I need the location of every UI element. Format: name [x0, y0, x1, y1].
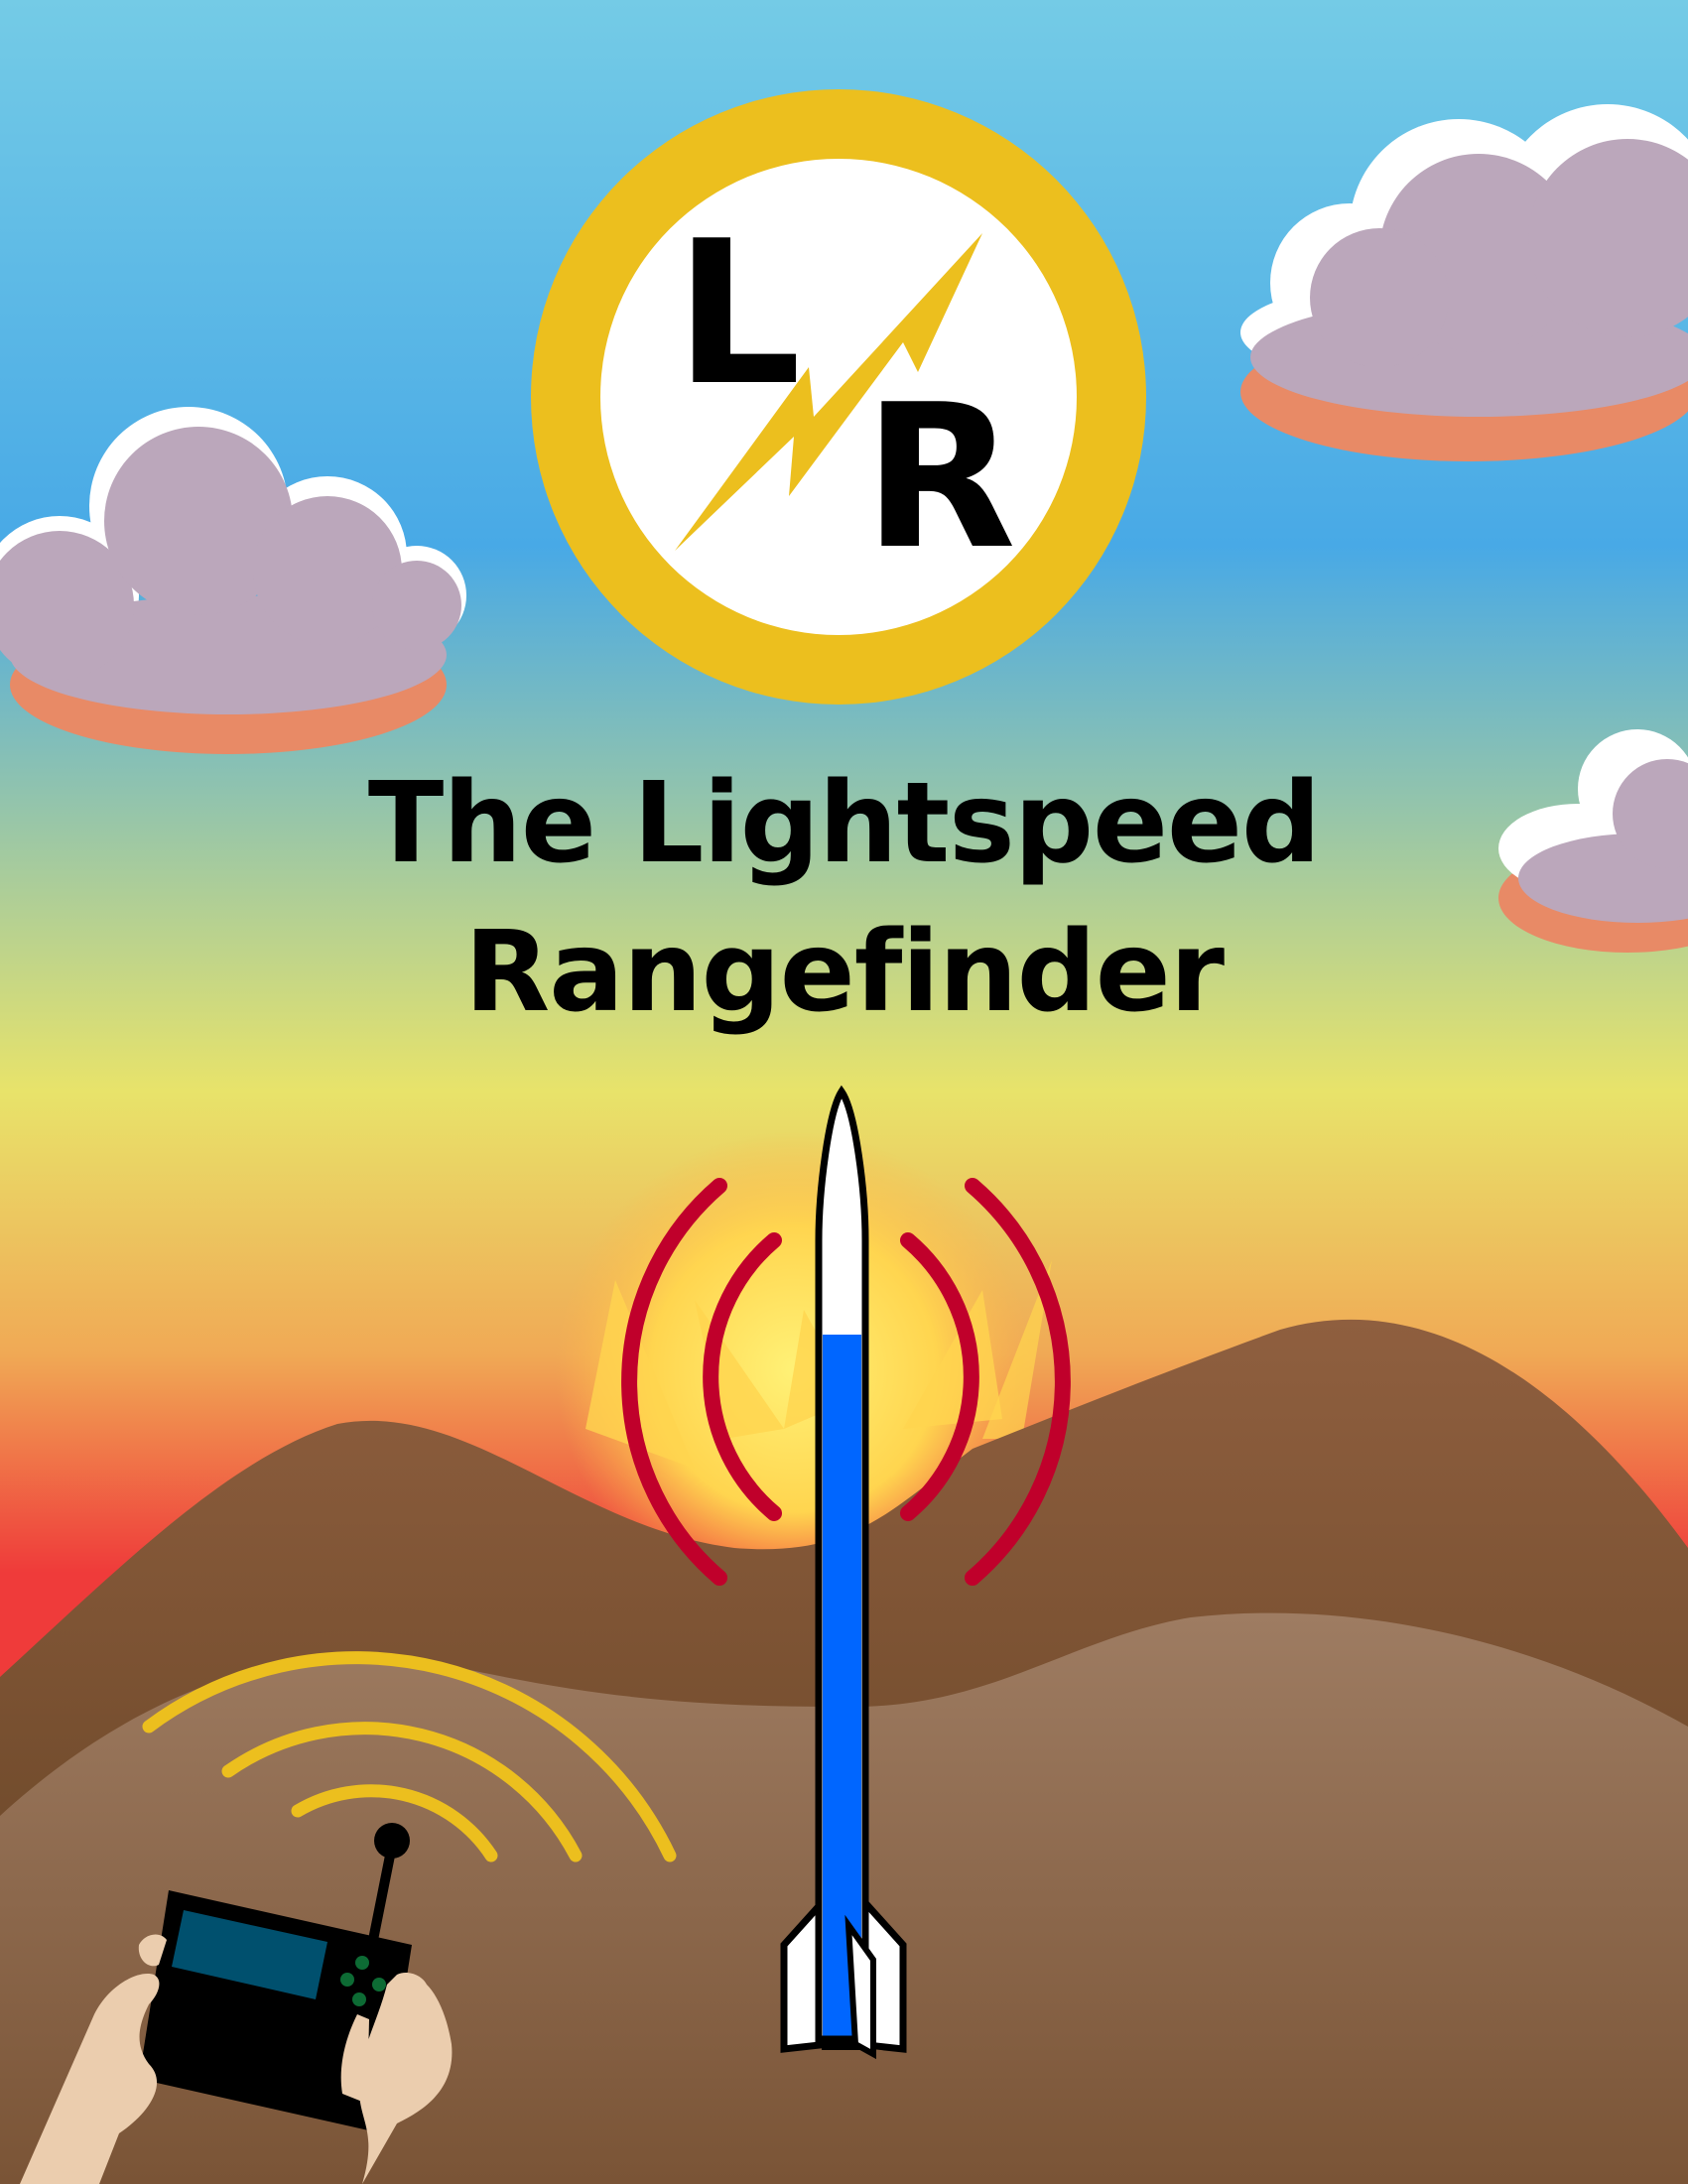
signal-waves-icon — [621, 1178, 1071, 1586]
rocket-icon — [780, 1085, 907, 2060]
cloud-icon — [0, 104, 1688, 953]
page-title: The Lightspeed Rangefinder — [0, 749, 1688, 1047]
controller-screen — [172, 1910, 327, 1999]
logo-letter-left: L — [675, 198, 801, 430]
remote-controller-icon — [0, 1823, 453, 2184]
logo-letter-right: R — [863, 362, 1016, 593]
title-line-2: Rangefinder — [464, 908, 1225, 1037]
controller-buttons — [340, 1956, 386, 2006]
hands — [0, 1934, 453, 2184]
controller-signal-waves-icon — [142, 1651, 677, 1863]
logo: L R — [531, 89, 1146, 705]
lightning-bolt-icon — [675, 233, 982, 551]
title-line-1: The Lightspeed — [367, 759, 1321, 888]
